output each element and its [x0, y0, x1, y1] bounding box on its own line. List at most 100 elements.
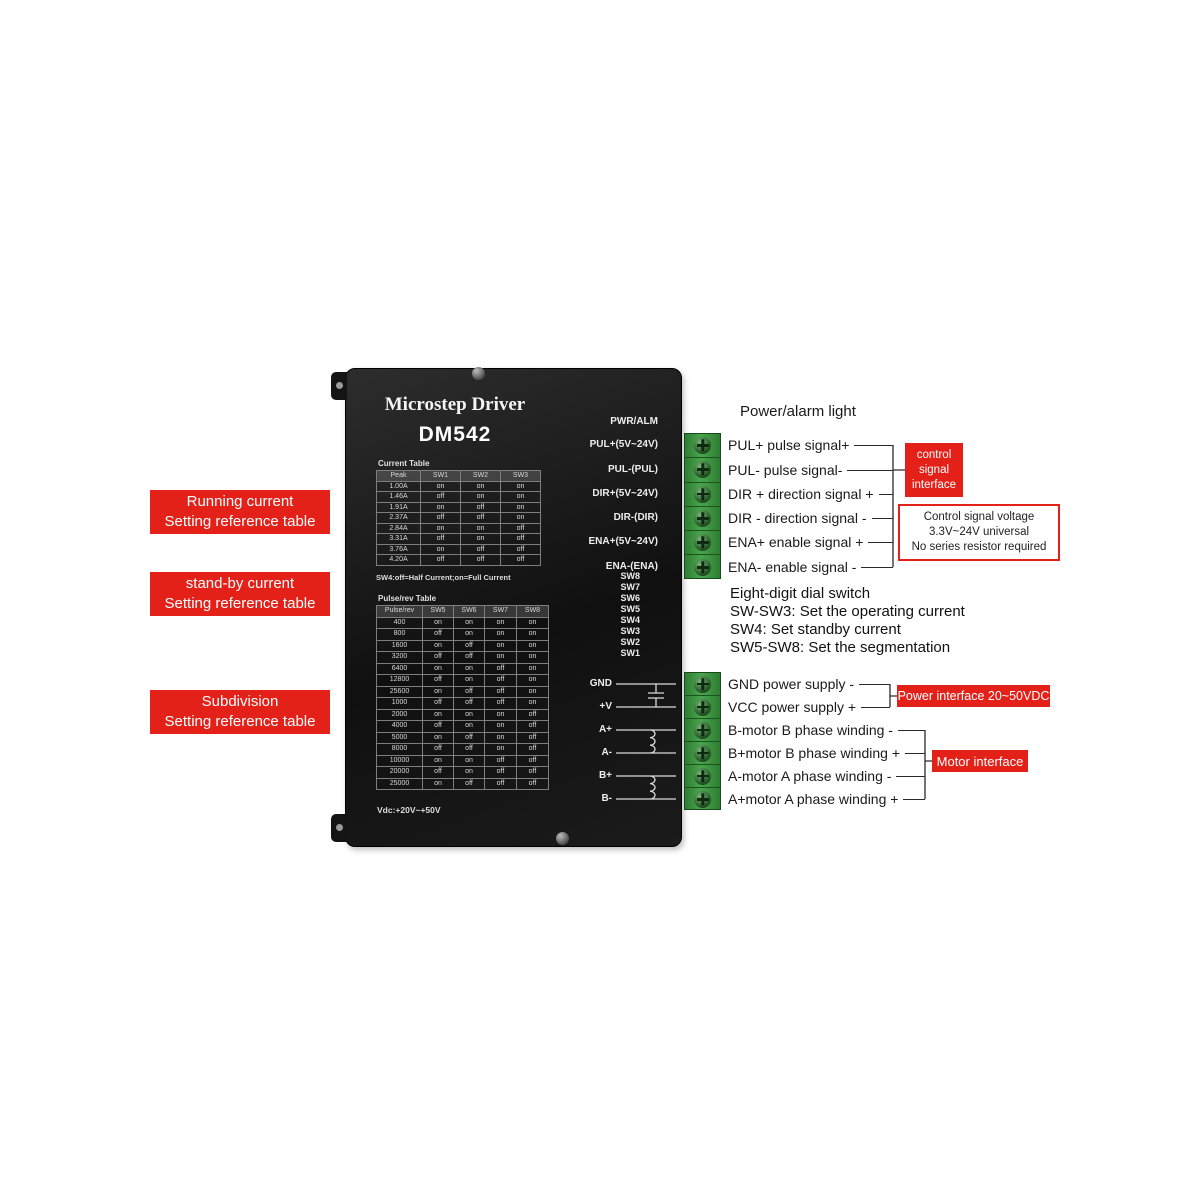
- table-cell: SW2: [460, 470, 501, 482]
- table-cell: on: [460, 522, 501, 534]
- dip-label-sw7: SW7: [620, 582, 640, 592]
- table-cell: off: [422, 628, 454, 641]
- table-cell: off: [453, 639, 485, 652]
- signal-annotation-text: PUL- pulse signal-: [728, 462, 843, 478]
- connector-line: [878, 493, 893, 495]
- table-cell: off: [453, 731, 485, 744]
- table-cell: 20000: [376, 766, 423, 779]
- table-cell: SW7: [484, 605, 517, 618]
- terminal: [685, 673, 720, 696]
- dip-label-sw3: SW3: [620, 626, 640, 636]
- power-annotation-row: VCC power supply +: [728, 699, 890, 715]
- power-interface-box: Power interface 20~50VDC: [897, 685, 1050, 707]
- callout-line: Subdivision: [201, 693, 279, 710]
- port-label-gnd: GND: [589, 678, 612, 689]
- power-alarm-light-label: Power/alarm light: [740, 403, 856, 420]
- terminal-screw-icon: [694, 461, 711, 479]
- table-cell: off: [516, 731, 549, 744]
- signal-annotation-text: DIR - direction signal -: [728, 510, 867, 526]
- connector-line: [861, 706, 890, 708]
- table-cell: on: [422, 685, 454, 698]
- port-label-a-minus: A-: [601, 747, 612, 758]
- signal-annotation-row: DIR + direction signal +: [728, 486, 893, 502]
- connector-line: [868, 541, 893, 543]
- table-cell: off: [484, 674, 517, 687]
- screw-bottom: [556, 832, 569, 845]
- table-cell: off: [422, 720, 454, 733]
- table-cell: off: [500, 554, 541, 566]
- table-cell: 4.20A: [376, 554, 421, 566]
- connector-line: [905, 752, 925, 754]
- dip-label-sw5: SW5: [620, 604, 640, 614]
- table-cell: 2.84A: [376, 522, 421, 534]
- table-cell: on: [422, 754, 454, 767]
- motor-annotation-row: B+motor B phase winding +: [728, 745, 925, 761]
- screw-slot: [701, 463, 704, 476]
- table-cell: 1.91A: [376, 501, 421, 513]
- terminal-screw-icon: [694, 437, 711, 455]
- mounting-hole: [335, 824, 343, 831]
- screw-slot: [701, 536, 704, 549]
- table-cell: 10000: [376, 754, 423, 767]
- screw-slot: [701, 793, 704, 806]
- table-cell: on: [516, 616, 549, 629]
- dial-info-line: SW5-SW8: Set the segmentation: [730, 639, 951, 656]
- terminal-screw-icon: [694, 698, 711, 716]
- table-cell: on: [484, 639, 517, 652]
- table-cell: 8000: [376, 743, 423, 756]
- screw-slot: [701, 677, 704, 690]
- pulse-table-title: Pulse/rev Table: [378, 594, 437, 603]
- connector-line: [871, 517, 893, 519]
- terminal-screw-icon: [694, 721, 711, 739]
- table-cell: off: [460, 554, 501, 566]
- table-cell: 2.37A: [376, 512, 421, 524]
- table-cell: on: [422, 731, 454, 744]
- table-cell: on: [516, 651, 549, 664]
- table-cell: 25000: [376, 777, 423, 790]
- table-cell: off: [460, 543, 501, 555]
- dip-label-sw6: SW6: [620, 593, 640, 603]
- table-cell: SW6: [453, 605, 485, 618]
- note-line: Control signal voltage: [923, 511, 1035, 523]
- table-cell: on: [453, 708, 485, 721]
- terminal-screw-icon: [694, 510, 711, 528]
- table-cell: off: [484, 697, 517, 710]
- table-cell: off: [516, 743, 549, 756]
- device-title: Microstep Driver: [384, 394, 526, 415]
- terminal: [685, 696, 720, 719]
- mounting-ear-bottom: [331, 814, 347, 842]
- table-cell: on: [453, 766, 485, 779]
- table-cell: off: [453, 685, 485, 698]
- table-cell: 3.76A: [376, 543, 421, 555]
- table-cell: 1.00A: [376, 480, 421, 492]
- device-model: DM542: [418, 423, 492, 446]
- connector-line: [861, 566, 893, 568]
- table-cell: 800: [376, 628, 423, 641]
- sw4-note: SW4:off=Half Current;on=Full Current: [376, 573, 511, 582]
- table-cell: on: [484, 731, 517, 744]
- table-cell: on: [460, 480, 501, 492]
- signal-annotation-row: DIR - direction signal -: [728, 510, 893, 526]
- dial-info-line: Eight-digit dial switch: [730, 585, 871, 602]
- table-cell: on: [453, 720, 485, 733]
- terminal-screw-icon: [694, 791, 711, 808]
- motor-annotation-row: A+motor A phase winding +: [728, 791, 925, 807]
- table-cell: 3200: [376, 651, 423, 664]
- connector-line: [859, 683, 890, 685]
- table-cell: off: [420, 491, 461, 503]
- table-cell: 25600: [376, 685, 423, 698]
- power-bracket-line: [889, 684, 897, 707]
- port-label-dir-minus: DIR-(DIR): [613, 512, 658, 523]
- dial-switch-info: Eight-digit dial switch SW-SW3: Set the …: [730, 585, 965, 657]
- callout-running-current: Running current Setting reference table: [150, 490, 330, 534]
